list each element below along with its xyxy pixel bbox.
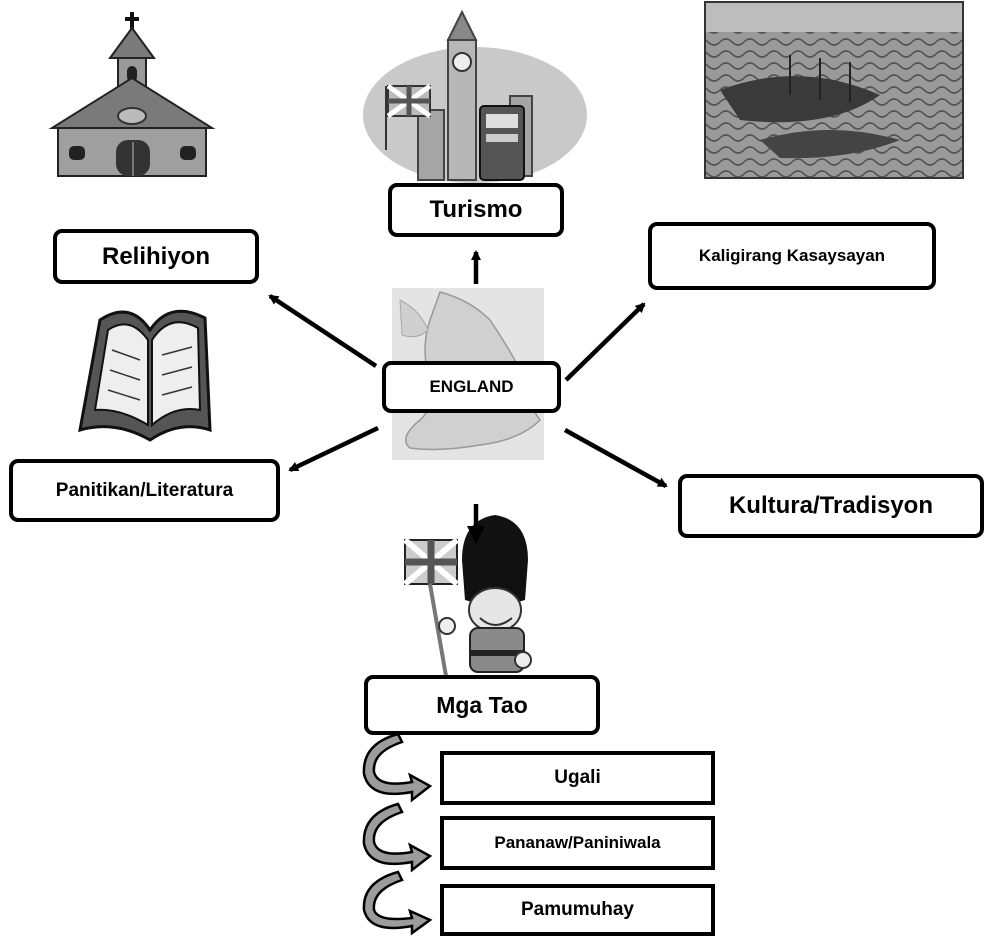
armada-engraving: [704, 1, 964, 179]
relihiyon-box: Relihiyon: [53, 229, 259, 284]
panitikan-box: Panitikan/Literatura: [9, 459, 280, 522]
curly-arrows: [362, 732, 433, 936]
kultura-box: Kultura/Tradisyon: [678, 474, 984, 538]
church-illustration: [48, 12, 216, 177]
kasaysayan-label: Kaligirang Kasaysayan: [698, 246, 886, 265]
royal-guard-illustration: [403, 515, 532, 677]
center-box: ENGLAND: [382, 361, 561, 413]
center-label: ENGLAND: [429, 377, 514, 396]
panitikan-label: Panitikan/Literatura: [55, 479, 234, 501]
arrow-to-panitikan: [288, 425, 379, 473]
mga-tao-box: Mga Tao: [364, 675, 600, 735]
arrow-to-relihiyon: [268, 294, 378, 368]
kasaysayan-box: Kaligirang Kasaysayan: [648, 222, 936, 290]
sub-item-box: Pamumuhay: [440, 884, 715, 936]
relihiyon-label: Relihiyon: [101, 242, 210, 270]
connector-arrows: [268, 250, 668, 544]
kultura-label: Kultura/Tradisyon: [728, 492, 934, 519]
sub-item-label: Pamumuhay: [521, 899, 634, 920]
sub-item-label: Pananaw/Paniniwala: [494, 833, 661, 852]
sub-item-box: Ugali: [440, 751, 715, 805]
turismo-label: Turismo: [429, 196, 523, 223]
london-landmarks-illustration: [363, 9, 587, 183]
arrow-to-kultura: [563, 428, 668, 488]
open-book-illustration: [78, 309, 212, 442]
turismo-box: Turismo: [388, 183, 564, 237]
mga-tao-label: Mga Tao: [436, 691, 528, 718]
arrow-to-kasaysayan: [564, 302, 646, 382]
sub-item-box: Pananaw/Paniniwala: [440, 816, 715, 870]
sub-item-label: Ugali: [554, 767, 601, 788]
